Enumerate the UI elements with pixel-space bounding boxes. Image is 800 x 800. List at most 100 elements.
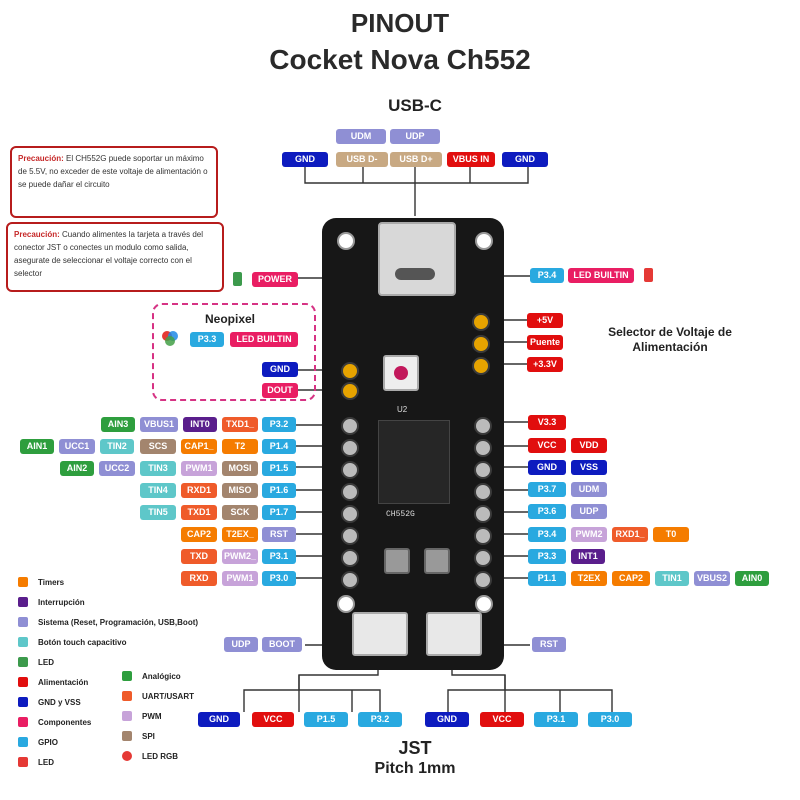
- pin-gnd-right: GND: [528, 460, 566, 475]
- pin-vbus-in: VBUS IN: [447, 152, 495, 167]
- reset-button: [424, 548, 450, 574]
- pin-p31: P3.1: [262, 549, 296, 564]
- pin-udp-bottom: UDP: [224, 637, 258, 652]
- pin-pwm2-alt: PWM2_: [222, 549, 258, 564]
- pin-pwm1-alt: PWM1: [181, 461, 217, 476]
- pin-p34-led: P3.4: [530, 268, 564, 283]
- mount-hole: [475, 232, 493, 250]
- pin-p30: P3.0: [262, 571, 296, 586]
- neopixel-led: [383, 355, 419, 391]
- pin-p34: P3.4: [528, 527, 566, 542]
- pin-vbus2: VBUS2: [694, 571, 730, 586]
- chip-label: CH552G: [386, 510, 415, 519]
- usb-c-label: USB-C: [388, 96, 442, 115]
- pin-hole-left: [341, 505, 359, 523]
- pin-udm: UDM: [571, 482, 607, 497]
- pin-tin4: TIN4: [140, 483, 176, 498]
- pin-hole-left: [341, 549, 359, 567]
- pin-vss: VSS: [571, 460, 607, 475]
- legend-label: UART/USART: [142, 692, 194, 701]
- pin-txd1: TXD1: [181, 505, 217, 520]
- pin-tin5: TIN5: [140, 505, 176, 520]
- pin-int0: INT0: [183, 417, 217, 432]
- legend-label: PWM: [142, 712, 162, 721]
- pin-gnd-usb-2: GND: [502, 152, 548, 167]
- legend-swatch: [18, 757, 28, 767]
- pin-hole-right: [474, 549, 492, 567]
- legend-swatch: [18, 577, 28, 587]
- pin-p36: P3.6: [528, 504, 566, 519]
- pin-tin2: TIN2: [100, 439, 134, 454]
- pin-mosi: MOSI: [222, 461, 258, 476]
- pin-hole-left: [341, 527, 359, 545]
- pin-udm-top: UDM: [336, 129, 386, 144]
- pin-led-builtin-neopixel: LED BUILTIN: [230, 332, 298, 347]
- pin-txd: TXD: [181, 549, 217, 564]
- selector-title: Selector de Voltaje de Alimentación: [608, 325, 732, 354]
- pin-int1: INT1: [571, 549, 605, 564]
- pin-hole-right: [474, 417, 492, 435]
- pin-v33: V3.3: [528, 415, 566, 430]
- pin-hole-sel: [472, 335, 490, 353]
- pin-hole-right: [474, 505, 492, 523]
- pin-udp-top: UDP: [390, 129, 440, 144]
- legend-label: Componentes: [38, 718, 92, 727]
- legend-label: GND y VSS: [38, 698, 81, 707]
- pin-scs: SCS: [140, 439, 176, 454]
- pin-hole-gnd: [341, 362, 359, 380]
- pin-t2ex: T2EX: [571, 571, 607, 586]
- pin-p15: P1.5: [262, 461, 296, 476]
- pin-hole-right: [474, 571, 492, 589]
- jst-right-p30: P3.0: [588, 712, 632, 727]
- pin-hole-left: [341, 439, 359, 457]
- pin-miso: MISO: [222, 483, 258, 498]
- legend-label: SPI: [142, 732, 155, 741]
- pin-ain0: AIN0: [735, 571, 769, 586]
- pin-ain3: AIN3: [101, 417, 135, 432]
- legend-label: LED: [38, 758, 54, 767]
- page-subtitle: Cocket Nova Ch552: [269, 44, 531, 75]
- pin-hole-left: [341, 483, 359, 501]
- warning-voltage: Precaución: El CH552G puede soportar un …: [10, 146, 218, 218]
- builtin-led-icon: [644, 268, 653, 282]
- pin-gnd-usb-1: GND: [282, 152, 328, 167]
- pin-ain2: AIN2: [60, 461, 94, 476]
- pin-t0: T0: [653, 527, 689, 542]
- pin-p11: P1.1: [528, 571, 566, 586]
- usb-c-port: [378, 222, 456, 296]
- pin-hole-right: [474, 483, 492, 501]
- legend-swatch: [18, 637, 28, 647]
- pin-p33-neopixel: P3.3: [190, 332, 224, 347]
- pin-hole-sel: [472, 357, 490, 375]
- jst-left-p32: P3.2: [358, 712, 402, 727]
- neopixel-title: Neopixel: [205, 312, 256, 326]
- pin-ucc2: UCC2: [99, 461, 135, 476]
- pin-p37: P3.7: [528, 482, 566, 497]
- pin-ucc1: UCC1: [59, 439, 95, 454]
- pin-p17: P1.7: [262, 505, 296, 520]
- jst-right-gnd: GND: [425, 712, 469, 727]
- pin-rst-left: RST: [262, 527, 296, 542]
- rgb-led-icon: [162, 331, 178, 346]
- pin-tin1: TIN1: [655, 571, 689, 586]
- boot-button: [384, 548, 410, 574]
- legend-label: LED: [38, 658, 54, 667]
- legend-label: GPIO: [38, 738, 59, 747]
- pin-hole-right: [474, 527, 492, 545]
- pin-cap2: CAP2: [612, 571, 650, 586]
- legend-label: Sistema (Reset, Programación, USB,Boot): [38, 618, 199, 627]
- mount-hole: [337, 232, 355, 250]
- pin-tin3: TIN3: [140, 461, 176, 476]
- legend-label: LED RGB: [142, 752, 178, 761]
- pin-pwm1: PWM1: [222, 571, 258, 586]
- sel-puente: Puente: [527, 335, 563, 350]
- legend-swatch: [122, 671, 132, 681]
- legend-swatch: [122, 691, 132, 701]
- pin-p16: P1.6: [262, 483, 296, 498]
- pin-hole-left: [341, 571, 359, 589]
- pin-udp: UDP: [571, 504, 607, 519]
- warning-jst: Precaución: Cuando alimentes la tarjeta …: [6, 222, 224, 292]
- pin-txd1-alt: TXD1_: [222, 417, 258, 432]
- pin-power: POWER: [252, 272, 298, 287]
- u2-label: U2: [397, 405, 408, 414]
